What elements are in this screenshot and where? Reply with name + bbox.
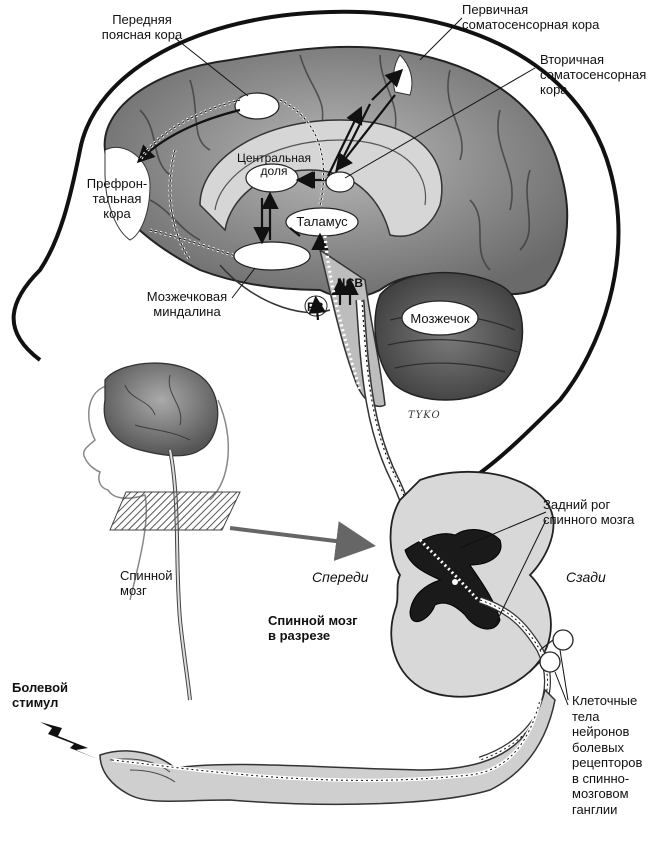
spinal-cord-cross-section — [389, 470, 574, 764]
brain-arrows — [136, 68, 404, 321]
ganglion-cell-2 — [539, 651, 561, 673]
cross-section-arrow — [229, 521, 376, 561]
label-posterior: Сзади — [566, 569, 606, 585]
label-csv: ЦСВ — [337, 276, 364, 290]
prefrontal-cutout — [104, 147, 151, 241]
cross-section-slab — [109, 491, 241, 531]
leader-lines — [174, 17, 569, 706]
artist-signature: TYKO — [408, 410, 441, 421]
anterior-cingulate-oval — [234, 92, 280, 120]
arm-and-hand — [99, 688, 556, 806]
label-cerebellum: Мозжечок — [410, 311, 470, 326]
cerebellum-oval — [401, 300, 479, 336]
label-anterior: Спереди — [312, 569, 369, 585]
label-pb: PB — [307, 300, 324, 314]
head-outline — [11, 9, 621, 482]
ganglion-cell-1 — [552, 629, 574, 651]
lightning-bolt-icon — [40, 722, 100, 760]
cerebellum — [374, 271, 524, 401]
amygdala-oval — [233, 241, 311, 271]
label-thalamus: Таламус — [296, 214, 348, 229]
small-human-figure — [83, 362, 241, 701]
